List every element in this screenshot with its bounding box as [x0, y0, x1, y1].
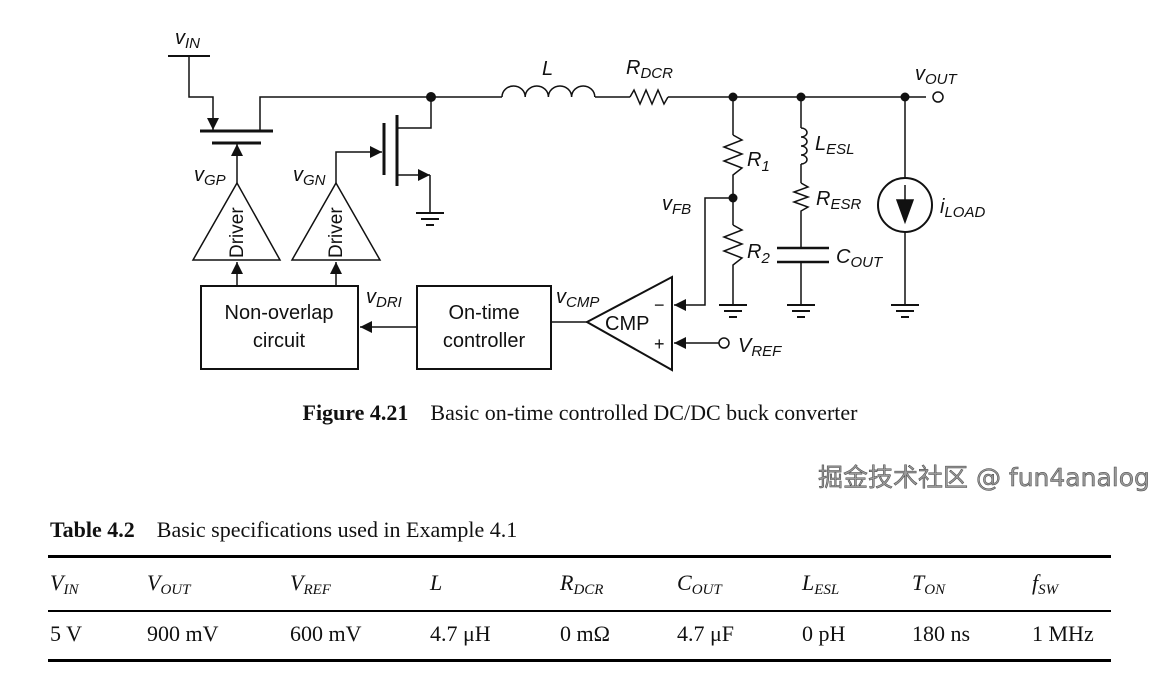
label-vdri: vDRI	[366, 286, 402, 311]
header-symbol: f	[1032, 570, 1039, 595]
header-subscript: ON	[924, 582, 946, 598]
table-value-cell: 900 mV	[147, 621, 219, 646]
table-value-cell: 4.7 μF	[677, 621, 735, 646]
label-ontime-2: controller	[443, 330, 526, 352]
table-header-cell: VOUT	[147, 570, 190, 599]
label-vin: vIN	[175, 27, 200, 52]
label-rdcr: RDCR	[626, 57, 673, 82]
header-symbol: L	[802, 570, 815, 595]
vout-terminal	[932, 91, 944, 103]
label-resr: RESR	[816, 188, 861, 213]
ground-icon	[891, 304, 919, 318]
inductor-L	[501, 85, 596, 98]
table-top-rule	[48, 555, 1111, 558]
header-subscript: ESL	[814, 582, 840, 598]
table-value-cell: 4.7 μH	[430, 621, 491, 646]
figure-number: Figure 4.21	[302, 400, 409, 425]
label-plus: +	[654, 334, 665, 354]
label-nonoverlap-1: Non-overlap	[225, 302, 334, 324]
ground-icon	[416, 212, 444, 226]
label-lesl: LESL	[815, 133, 854, 158]
table-number: Table 4.2	[50, 517, 135, 542]
ground-icon	[787, 304, 815, 318]
watermark: 掘金技术社区 @ fun4analog	[818, 463, 1150, 493]
header-subscript: IN	[63, 582, 79, 598]
comparator	[584, 275, 673, 372]
resistor-r1	[721, 134, 745, 178]
table-value-cell: 600 mV	[290, 621, 362, 646]
header-symbol: T	[912, 570, 925, 595]
table-value-cell: 1 MHz	[1032, 621, 1094, 646]
table-value-cell: 5 V	[50, 621, 82, 646]
label-cout: COUT	[836, 246, 884, 271]
resistor-rdcr	[629, 88, 669, 106]
header-symbol: V	[50, 570, 64, 595]
label-r2: R2	[747, 241, 770, 267]
table-header-cell: TON	[912, 570, 945, 599]
label-minus: −	[654, 295, 665, 315]
header-subscript: REF	[303, 582, 331, 598]
label-iload: iLOAD	[940, 196, 985, 221]
table-title: Table 4.2 Basic specifications used in Ex…	[50, 517, 517, 543]
buck-converter-schematic: vIN vGP vGN Driver Driver L RDCR vOUT R1…	[168, 27, 985, 372]
table-header-cell: LESL	[802, 570, 839, 599]
table-header-cell: fSW	[1032, 570, 1058, 599]
ground-icon	[719, 304, 747, 318]
header-symbol: V	[147, 570, 161, 595]
label-vout: vOUT	[915, 63, 959, 88]
header-subscript: OUT	[160, 582, 191, 598]
label-vgn: vGN	[293, 164, 326, 189]
inductor-lesl	[800, 127, 808, 165]
header-subscript: DCR	[573, 582, 604, 598]
table-title-text: Basic specifications used in Example 4.1	[156, 517, 518, 542]
header-subscript: SW	[1038, 582, 1059, 598]
figure-caption-text: Basic on-time controlled DC/DC buck conv…	[430, 400, 858, 425]
header-subscript: OUT	[691, 582, 722, 598]
table-mid-rule	[48, 610, 1111, 612]
label-driver-p: Driver	[227, 207, 248, 258]
non-overlap-circuit-box	[200, 285, 359, 370]
driver-p	[191, 181, 282, 261]
driver-n	[290, 181, 382, 261]
table-header-cell: VREF	[290, 570, 331, 599]
label-L: L	[542, 58, 553, 80]
label-driver-n: Driver	[326, 207, 347, 258]
label-vfb: vFB	[662, 193, 691, 218]
label-vgp: vGP	[194, 164, 226, 189]
table-header-cell: VIN	[50, 570, 78, 599]
label-r1: R1	[747, 149, 770, 175]
label-ontime-1: On-time	[448, 302, 519, 324]
table-value-cell: 180 ns	[912, 621, 971, 646]
table-header-cell: RDCR	[560, 570, 603, 599]
vref-terminal	[718, 337, 730, 349]
table-value-cell: 0 pH	[802, 621, 846, 646]
table-bottom-rule	[48, 659, 1111, 662]
on-time-controller-box	[416, 285, 552, 370]
resistor-r2	[721, 224, 745, 268]
label-nonoverlap-2: circuit	[253, 330, 306, 352]
table-header-cell: L	[430, 570, 442, 599]
header-symbol: V	[290, 570, 304, 595]
label-cmp: CMP	[605, 313, 649, 335]
figure-caption: Figure 4.21 Basic on-time controlled DC/D…	[0, 400, 1160, 426]
header-symbol: C	[677, 570, 692, 595]
table-header-cell: COUT	[677, 570, 722, 599]
header-symbol: L	[430, 570, 443, 595]
table-value-cell: 0 mΩ	[560, 621, 610, 646]
label-vcmp: vCMP	[556, 286, 599, 311]
pmos-source-wire	[188, 56, 219, 130]
header-symbol: R	[560, 570, 574, 595]
label-vref: VREF	[738, 335, 782, 360]
resistor-resr	[791, 182, 811, 214]
